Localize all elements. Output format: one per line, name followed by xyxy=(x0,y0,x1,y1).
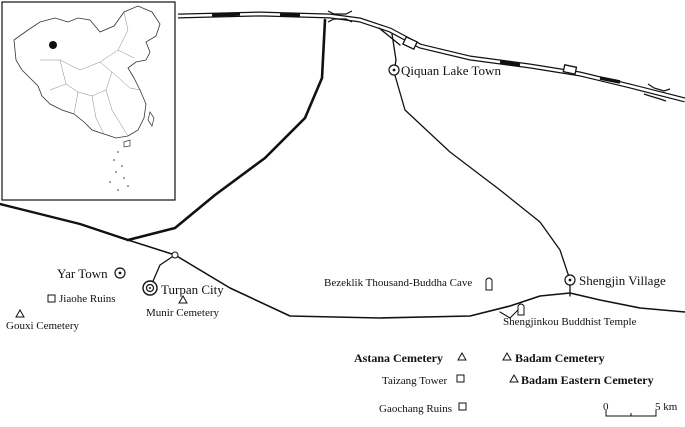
jiaohe-ruins-icon xyxy=(47,294,56,303)
turpan-city-icon xyxy=(142,280,158,296)
bezeklik-cave-icon xyxy=(485,277,493,291)
bridge-icon xyxy=(643,83,671,102)
yar-town-icon xyxy=(114,267,126,279)
china-outline xyxy=(13,5,161,139)
junction-icon xyxy=(171,251,179,259)
munir-cemetery-icon xyxy=(178,294,188,304)
inset-map xyxy=(1,1,176,201)
badam-cemetery-icon xyxy=(502,351,512,361)
gaochang-label: Gaochang Ruins xyxy=(379,403,452,415)
scale-start-label: 0 xyxy=(603,401,609,413)
qiquan-label: Qiquan Lake Town xyxy=(401,63,501,78)
gouxi-cemetery-icon xyxy=(15,308,25,318)
location-marker-icon xyxy=(49,41,57,49)
scale-bar: 0 5 km xyxy=(603,401,678,417)
shengjin-village-icon xyxy=(564,274,576,286)
shengjinkou-temple-icon xyxy=(517,303,525,316)
gouxi-label: Gouxi Cemetery xyxy=(6,320,80,332)
badam-eastern-cemetery-icon xyxy=(509,373,519,383)
station-icon xyxy=(402,35,418,51)
bezeklik-label: Bezeklik Thousand-Buddha Cave xyxy=(324,277,472,289)
taizang-label: Taizang Tower xyxy=(382,375,447,387)
yar-label: Yar Town xyxy=(57,266,108,281)
astana-cemetery-icon xyxy=(457,351,467,361)
railway xyxy=(177,10,685,103)
badam-eastern-label: Badam Eastern Cemetery xyxy=(521,373,654,387)
gaochang-ruins-icon xyxy=(458,402,467,411)
badam-label: Badam Cemetery xyxy=(515,351,605,365)
munir-label: Munir Cemetery xyxy=(146,307,220,319)
turpan-label: Turpan City xyxy=(161,282,224,297)
taizang-tower-icon xyxy=(456,374,465,383)
qiquan-town-icon xyxy=(388,64,400,76)
station-icon xyxy=(562,64,578,75)
scale-end-label: 5 km xyxy=(655,401,678,413)
bridge-icon xyxy=(327,10,353,23)
shengjin-label: Shengjin Village xyxy=(579,273,666,288)
shengjinkou-label: Shengjinkou Buddhist Temple xyxy=(503,316,637,328)
astana-label: Astana Cemetery xyxy=(354,351,443,365)
jiaohe-label: Jiaohe Ruins xyxy=(59,293,116,305)
